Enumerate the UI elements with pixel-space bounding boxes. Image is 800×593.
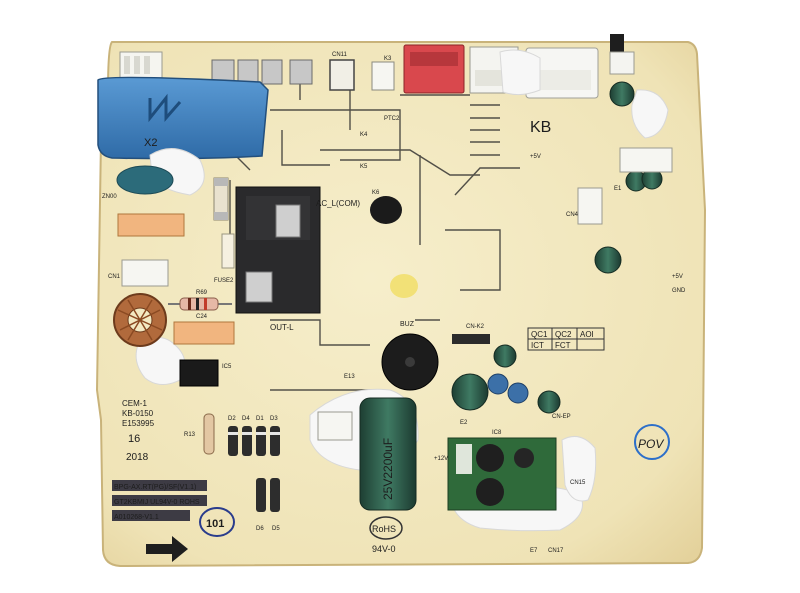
model-line-3: E153995 bbox=[122, 419, 155, 428]
status-ict: ICT bbox=[531, 341, 544, 350]
capacitor-print: 25V2200uF bbox=[381, 438, 395, 500]
part-e1: E1 bbox=[614, 186, 622, 192]
rohs-mark: RoHS 94V-0 bbox=[369, 516, 403, 554]
connector-cn11-label: CN11 bbox=[332, 52, 348, 58]
relay-k6-label: K6 bbox=[372, 190, 380, 196]
white-connector-cn6 bbox=[619, 147, 673, 173]
relay-label-out: OUT-L bbox=[270, 323, 294, 332]
part-d3: D3 bbox=[270, 416, 278, 422]
top-connectors bbox=[119, 34, 635, 99]
white-connector-right bbox=[609, 51, 635, 75]
power-label-12v: +12V bbox=[434, 456, 448, 462]
toroid-inductor bbox=[113, 293, 167, 347]
part-d6: D6 bbox=[256, 526, 264, 532]
status-table: QC1 QC2 AOI ICT FCT bbox=[527, 327, 605, 351]
relay-k5-label: K5 bbox=[360, 164, 368, 170]
handwritten-pov: POV bbox=[638, 437, 664, 451]
power-module bbox=[447, 437, 557, 511]
relay-k6 bbox=[370, 196, 402, 224]
ic-chip-left bbox=[179, 359, 219, 387]
small-white-connector bbox=[371, 61, 395, 91]
relay-k4-label: K4 bbox=[360, 132, 368, 138]
fuse-label: FUSE2 bbox=[214, 278, 234, 284]
power-label-5v: +5V bbox=[530, 154, 541, 160]
electrolytic-capacitor-large: 25V2200uF bbox=[359, 397, 417, 511]
date-code-2: 2018 bbox=[126, 452, 149, 463]
white-connector-cn4 bbox=[577, 187, 603, 225]
part-label-2: GT2KBMIJ UL94V-0 ROHS bbox=[114, 499, 200, 506]
part-d5: D5 bbox=[272, 526, 280, 532]
yellow-sticker bbox=[390, 274, 418, 298]
part-r13: R13 bbox=[184, 432, 196, 438]
connector-cnk2-label: CN-K2 bbox=[466, 324, 485, 330]
model-line-1: CEM-1 bbox=[122, 399, 147, 408]
part-ptc2: PTC2 bbox=[384, 116, 400, 122]
pin-header-cn-k2 bbox=[452, 334, 490, 344]
part-e7: E7 bbox=[530, 548, 538, 554]
spade-terminal-4 bbox=[289, 59, 313, 85]
model-line-2: KB-0150 bbox=[122, 409, 154, 418]
arrow-icon bbox=[146, 536, 188, 562]
part-e2: E2 bbox=[460, 420, 468, 426]
date-code-1: 16 bbox=[128, 433, 140, 445]
part-e13: E13 bbox=[344, 374, 355, 380]
status-qc2: QC2 bbox=[555, 330, 572, 339]
status-aoi: AOI bbox=[580, 330, 594, 339]
part-zn00: ZN00 bbox=[102, 194, 117, 200]
relay-k3-label: K3 bbox=[384, 56, 392, 62]
diode-row bbox=[228, 426, 280, 512]
part-d2: D2 bbox=[228, 416, 236, 422]
part-label-3: A010268-V1.1 bbox=[114, 514, 159, 521]
status-fct: FCT bbox=[555, 341, 571, 350]
part-d4: D4 bbox=[242, 416, 250, 422]
power-label-5v-right: +5V bbox=[672, 274, 683, 280]
stamp-text: 101 bbox=[206, 518, 224, 530]
status-qc1: QC1 bbox=[531, 330, 548, 339]
silkscreen-labels: AC_L(COM) OUT-L FUSE2 CN1 CN11 CN4 CN15 … bbox=[102, 52, 686, 554]
fuse bbox=[213, 177, 235, 269]
connector-cn4-label: CN4 bbox=[566, 212, 579, 218]
connector-cnep-label: CN-EP bbox=[552, 414, 571, 420]
connector-cn17-label: CN17 bbox=[548, 548, 564, 554]
resistor-r69 bbox=[168, 297, 232, 311]
spade-terminal-3 bbox=[261, 59, 283, 85]
buzzer-label: BUZ bbox=[400, 321, 415, 328]
connector-cn11 bbox=[329, 59, 355, 91]
connector-cn1-label: CN1 bbox=[108, 274, 121, 280]
part-labels: BPG-AX.RT(PG)/SF(V1.1) GT2KBMIJ UL94V-0 … bbox=[112, 480, 207, 521]
part-d1: D1 bbox=[256, 416, 264, 422]
handwritten-marks: POV KB bbox=[390, 119, 670, 460]
corner-mark-kb: KB bbox=[530, 119, 551, 136]
buzzer: BUZ bbox=[381, 321, 439, 391]
orange-film-capacitor-1 bbox=[117, 213, 185, 237]
part-ic5: IC5 bbox=[222, 364, 232, 370]
flammability-text: 94V-0 bbox=[372, 544, 396, 554]
part-label-1: BPG-AX.RT(PG)/SF(V1.1) bbox=[114, 484, 196, 491]
black-relay bbox=[235, 186, 321, 314]
model-text-block: CEM-1 KB-0150 E153995 16 2018 bbox=[122, 399, 155, 463]
part-r69: R69 bbox=[196, 290, 208, 296]
filter-cap-print: X2 bbox=[144, 137, 157, 149]
white-connector-mid bbox=[317, 411, 353, 441]
relay-label-com: AC_L(COM) bbox=[316, 199, 360, 208]
green-disc-capacitor bbox=[116, 165, 174, 195]
inspection-stamp: 101 bbox=[199, 507, 235, 537]
power-label-gnd: GND bbox=[672, 288, 686, 294]
part-c24: C24 bbox=[196, 314, 208, 320]
blue-x2-capacitor: X2 bbox=[97, 76, 269, 160]
white-connector-left bbox=[121, 259, 169, 287]
small-electrolytic-capacitors bbox=[451, 81, 663, 414]
resistor-r13 bbox=[203, 413, 215, 455]
connector-cn15-label: CN15 bbox=[570, 480, 586, 486]
part-ic8: IC8 bbox=[492, 430, 502, 436]
orange-film-capacitor-2 bbox=[173, 321, 235, 345]
rohs-text: RoHS bbox=[372, 524, 396, 534]
